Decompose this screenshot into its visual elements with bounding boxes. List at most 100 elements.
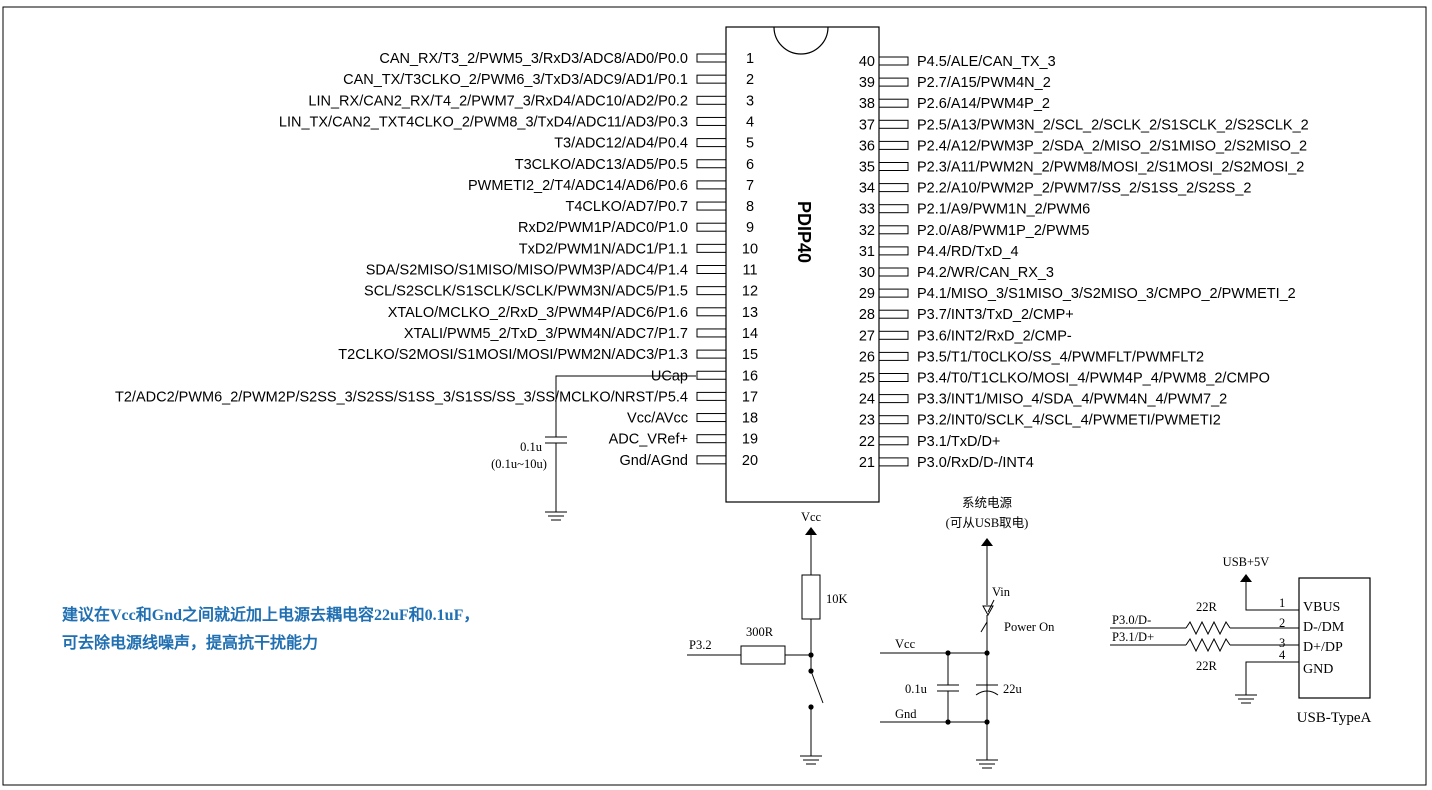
pin-number: 36 bbox=[859, 138, 875, 154]
pin-label: P2.3/A11/PWM2N_2/PWM8/MOSI_2/S1MOSI_2/S2… bbox=[917, 160, 1304, 176]
pin-number: 33 bbox=[859, 202, 875, 218]
chip-pin-left: 20 Gnd/AGnd bbox=[619, 453, 758, 469]
pin-label: T4CLKO/AD7/P0.7 bbox=[566, 199, 689, 215]
pin-label: CAN_TX/T3CLKO_2/PWM6_3/TxD3/ADC9/AD1/P0.… bbox=[343, 72, 688, 88]
ucap-range: (0.1u~10u) bbox=[491, 457, 547, 471]
pin-number: 13 bbox=[742, 305, 758, 321]
pin-label: SCL/S2SCLK/S1SCLK/SCLK/PWM3N/ADC5/P1.5 bbox=[364, 284, 688, 300]
pin-label: P2.7/A15/PWM4N_2 bbox=[917, 75, 1051, 91]
pin-number: 39 bbox=[859, 75, 875, 91]
chip-pin-left: 4 LIN_TX/CAN2_TXT4CLKO_2/PWM8_3/TxD4/ADC1… bbox=[279, 114, 754, 130]
usb-pin3-label: D+/DP bbox=[1303, 640, 1343, 655]
pin-label: LIN_TX/CAN2_TXT4CLKO_2/PWM8_3/TxD4/ADC11… bbox=[279, 114, 688, 130]
power-switch-arrow-tail bbox=[987, 599, 995, 613]
pin-stub bbox=[878, 267, 909, 277]
reset-r-pullup: 10K bbox=[826, 592, 848, 606]
pin-stub bbox=[878, 309, 909, 319]
pin-stub bbox=[696, 138, 727, 148]
pin-label: PWMETI2_2/T4/ADC14/AD6/P0.6 bbox=[468, 178, 688, 194]
pin-label: P3.2/INT0/SCLK_4/SCL_4/PWMETI/PWMETI2 bbox=[917, 413, 1221, 429]
pin-stub bbox=[878, 415, 909, 425]
pin-number: 2 bbox=[746, 72, 754, 88]
usb-r-top: 22R bbox=[1196, 600, 1218, 614]
pin-stub bbox=[696, 391, 727, 401]
note-line-2: 可去除电源线噪声，提高抗干扰能力 bbox=[62, 633, 318, 652]
power-switch-blade bbox=[980, 621, 988, 633]
pin-stub bbox=[696, 349, 727, 359]
chip-pin-left: 15T2CLKO/S2MOSI/S1MOSI/MOSI/PWM2N/ADC3/P… bbox=[338, 347, 758, 363]
pin-label: LIN_RX/CAN2_RX/T4_2/PWM7_3/RxD4/ADC10/AD… bbox=[308, 93, 688, 109]
pin-stub bbox=[696, 116, 727, 126]
usb-body bbox=[1298, 577, 1371, 699]
chip-notch bbox=[773, 26, 829, 55]
pin-number: 25 bbox=[859, 371, 875, 387]
resistor-300r bbox=[740, 645, 786, 665]
pin-number: 26 bbox=[859, 349, 875, 365]
chip-pin-left: 17T2/ADC2/PWM6_2/PWM2P/S2SS_3/S2SS/S1SS_… bbox=[115, 389, 758, 405]
pin-stub bbox=[878, 373, 909, 382]
pin-stub bbox=[878, 77, 909, 87]
frame-border bbox=[2, 6, 1427, 786]
usb-name: USB-TypeA bbox=[1297, 710, 1372, 726]
pin-number: 22 bbox=[859, 434, 875, 450]
gnd-junction-right bbox=[984, 719, 990, 725]
pin-label: SDA/S2MISO/S1MISO/MISO/PWM3P/ADC4/P1.4 bbox=[366, 263, 688, 279]
pin-number: 18 bbox=[742, 411, 758, 427]
pin-label: T3/ADC12/AD4/P0.4 bbox=[554, 136, 688, 152]
pin-label: RxD2/PWM1P/ADC0/P1.0 bbox=[518, 220, 688, 236]
usb-r-bottom: 22R bbox=[1196, 659, 1218, 673]
resistor-10k bbox=[801, 574, 821, 620]
reset-net-label: P3.2 bbox=[689, 638, 712, 652]
pin-label: P3.1/TxD/D+ bbox=[917, 434, 1000, 450]
pin-stub bbox=[696, 413, 727, 423]
pin-stub bbox=[696, 370, 727, 380]
pin-number: 24 bbox=[859, 392, 875, 408]
pin-stub bbox=[878, 183, 909, 193]
pin-stub bbox=[878, 330, 909, 340]
pin-stub bbox=[878, 225, 909, 235]
pin-number: 4 bbox=[746, 114, 754, 130]
pin-number: 17 bbox=[742, 389, 758, 405]
pin-label: T3CLKO/ADC13/AD5/P0.5 bbox=[515, 157, 688, 173]
power-circuit: 系统电源 (可从USB取电) Vin Power On Vcc 0.1u 22u… bbox=[880, 496, 1055, 769]
usb-gnd-wire bbox=[1245, 661, 1299, 695]
pin-number: 31 bbox=[859, 244, 875, 260]
power-vcc-label: Vcc bbox=[895, 637, 916, 651]
pin-number: 14 bbox=[742, 326, 758, 342]
pin-number: 19 bbox=[742, 432, 758, 448]
pin-label: P2.2/A10/PWM2P_2/PWM7/SS_2/S1SS_2/S2SS_2 bbox=[917, 181, 1251, 197]
vcc-arrow-icon bbox=[805, 527, 817, 535]
pin-number: 35 bbox=[859, 160, 875, 176]
pin-label: TxD2/PWM1N/ADC1/P1.1 bbox=[519, 241, 688, 257]
usb-net-dm: P3.0/D- bbox=[1112, 613, 1151, 627]
pin-number: 8 bbox=[746, 199, 754, 215]
usb-supply-label: USB+5V bbox=[1223, 555, 1270, 569]
gnd-junction-left bbox=[945, 719, 951, 725]
pin-label: Gnd/AGnd bbox=[619, 453, 688, 469]
vin-arrow-icon bbox=[981, 538, 993, 546]
pin-number: 20 bbox=[742, 453, 758, 469]
usb-pin2-num: 2 bbox=[1279, 616, 1285, 630]
chip-body bbox=[725, 26, 880, 503]
usb-pin4-label: GND bbox=[1303, 662, 1333, 677]
power-cap1: 0.1u bbox=[905, 682, 928, 696]
usb-vbus-wire bbox=[1245, 582, 1299, 611]
pin-stub bbox=[696, 307, 727, 317]
pin-stub bbox=[696, 201, 727, 211]
pin-stub bbox=[878, 98, 909, 108]
